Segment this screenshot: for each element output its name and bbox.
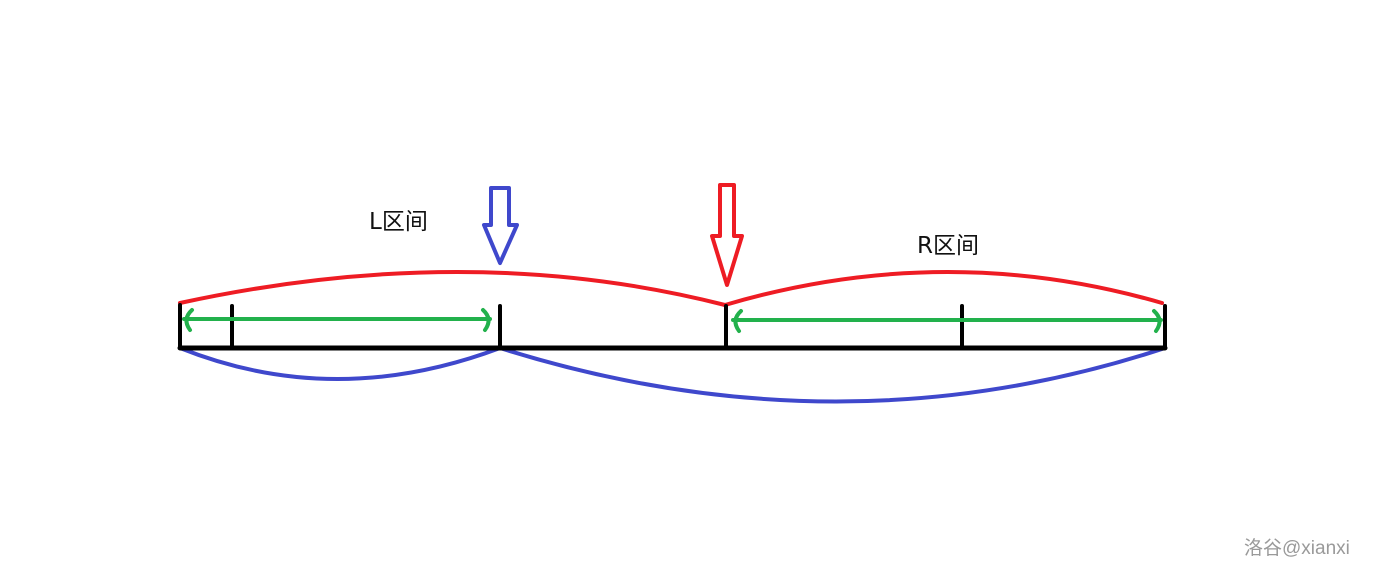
ticks	[178, 303, 1167, 350]
green-arrow-left	[182, 308, 492, 332]
blue-down-arrow-icon	[482, 186, 519, 265]
right-interval-label: R区间	[917, 233, 979, 259]
red-arc-left	[178, 270, 727, 307]
blue-arc-right	[498, 346, 1167, 404]
red-arc-right	[723, 270, 1164, 307]
blue-arc-left	[178, 346, 502, 381]
left-interval-label: L区间	[369, 209, 428, 235]
green-arrow-right	[731, 309, 1163, 333]
red-down-arrow-icon	[710, 183, 744, 287]
watermark: 洛谷@xianxi	[1244, 538, 1350, 559]
